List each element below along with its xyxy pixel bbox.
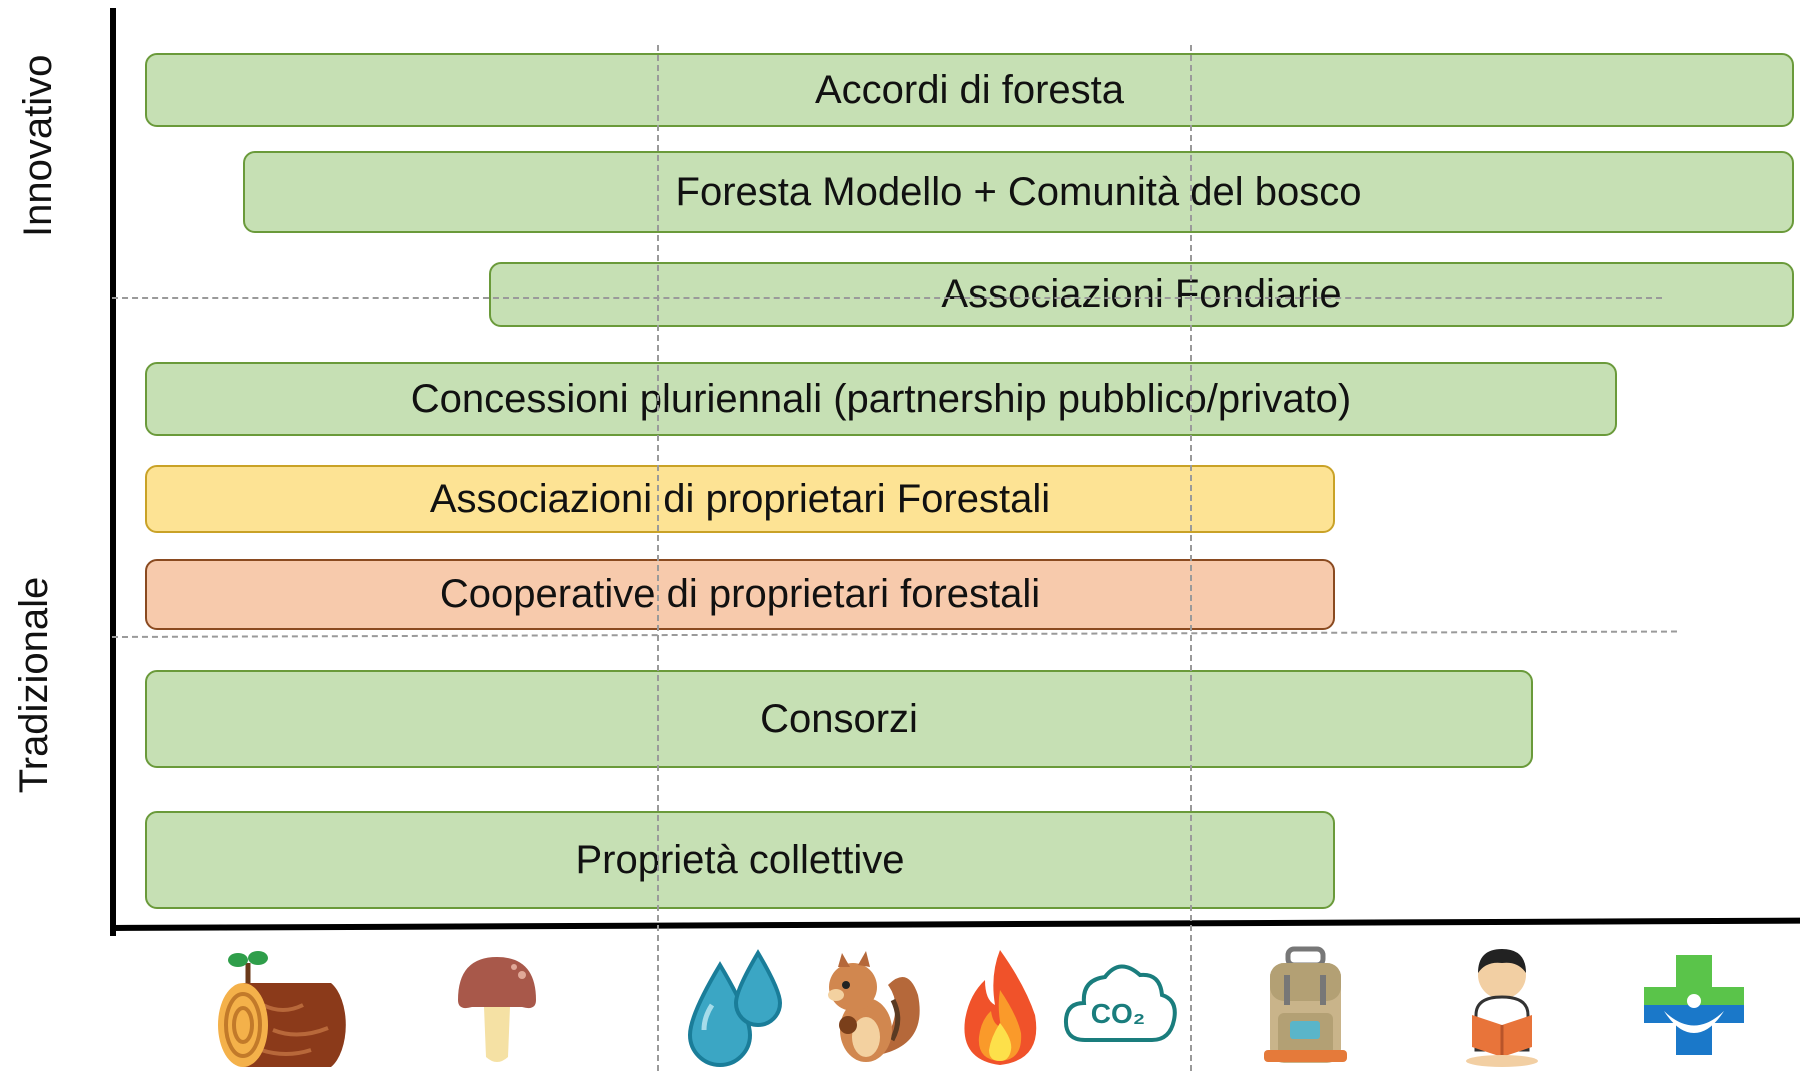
y-axis-line	[110, 8, 116, 936]
bar-associazioni-proprietari-forestali: Associazioni di proprietari Forestali	[145, 465, 1335, 533]
health-cross-icon	[1640, 945, 1748, 1070]
bar-label: Consorzi	[760, 696, 918, 741]
backpack-icon	[1258, 945, 1353, 1070]
bar-cooperative-proprietari-forestali: Cooperative di proprietari forestali	[145, 559, 1335, 630]
bar-label: Foresta Modello + Comunità del bosco	[675, 169, 1362, 214]
bar-accordi-di-foresta: Accordi di foresta	[145, 53, 1794, 127]
horizontal-dashed-line-lower	[111, 630, 1677, 638]
innovativo-axis-label: Innovativo	[16, 54, 60, 237]
co2-label: CO₂	[1091, 998, 1145, 1029]
water-drops-icon	[680, 945, 785, 1070]
vertical-dashed-line-right	[1190, 45, 1192, 1071]
bar-label: Proprietà collettive	[575, 837, 905, 882]
mushroom-icon	[452, 945, 542, 1070]
x-axis-line	[111, 917, 1800, 931]
bar-proprieta-collettive: Proprietà collettive	[145, 811, 1335, 909]
log-sprout-icon	[203, 945, 358, 1070]
co2-cloud-icon: CO₂	[1060, 945, 1180, 1070]
fire-icon	[955, 945, 1045, 1070]
horizontal-dashed-line-upper	[112, 297, 1662, 299]
reading-child-icon	[1462, 945, 1542, 1070]
squirrel-icon	[808, 945, 928, 1070]
bar-label: Concessioni pluriennali (partnership pub…	[410, 376, 1352, 421]
bar-concessioni-pluriennali: Concessioni pluriennali (partnership pub…	[145, 362, 1617, 436]
bar-consorzi: Consorzi	[145, 670, 1533, 768]
vertical-dashed-line-left	[657, 45, 659, 1071]
bar-associazioni-fondiarie: Associazioni Fondiarie	[489, 262, 1794, 327]
bar-label: Associazioni Fondiarie	[941, 272, 1342, 316]
bar-label: Cooperative di proprietari forestali	[439, 572, 1041, 616]
bar-label: Associazioni di proprietari Forestali	[429, 476, 1051, 521]
bar-label: Accordi di foresta	[814, 67, 1125, 112]
bar-foresta-modello: Foresta Modello + Comunità del bosco	[243, 151, 1794, 233]
tradizionale-axis-label: Tradizionale	[12, 576, 56, 794]
